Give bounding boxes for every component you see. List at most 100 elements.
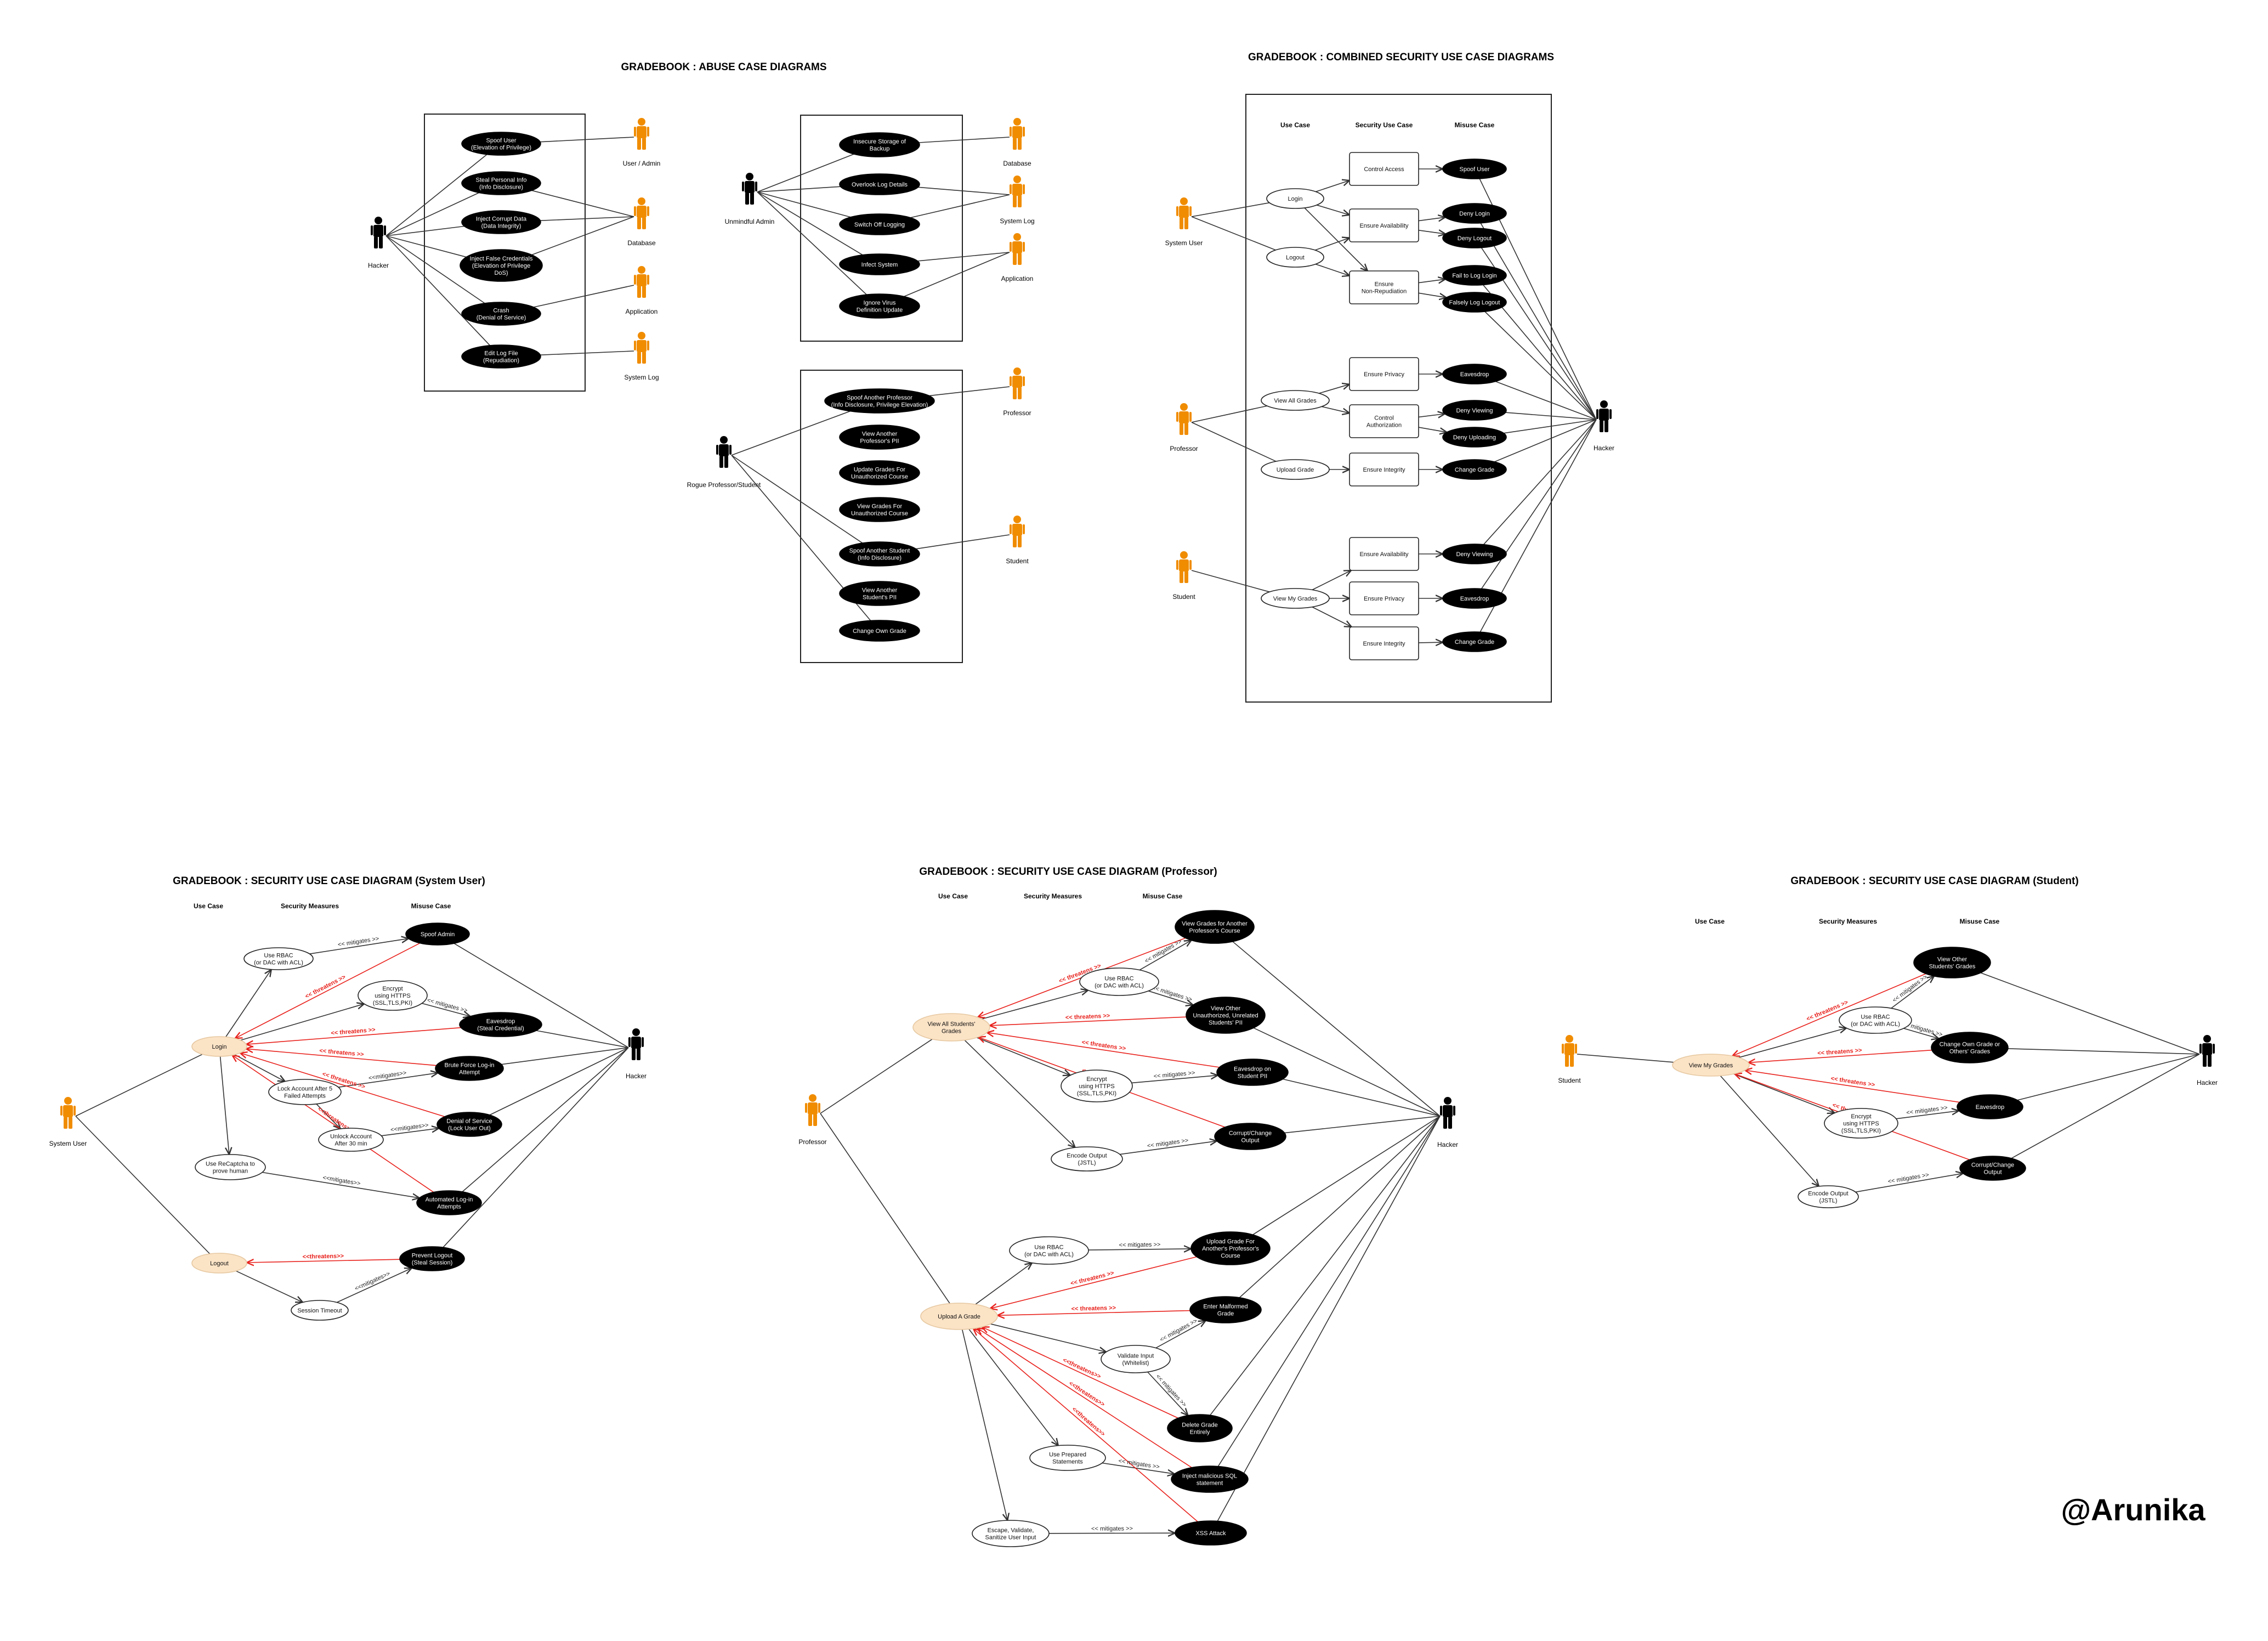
- user-actor-icon: [1010, 516, 1025, 547]
- actor-torso: [63, 1105, 73, 1117]
- user-actor-icon: [634, 332, 649, 364]
- actor-label: Professor: [798, 1138, 826, 1146]
- actor-torso: [719, 444, 729, 456]
- actor-arm-left: [1440, 1106, 1442, 1116]
- misuse-node: Fail to Log Login: [1442, 265, 1507, 286]
- actor-leg-left: [1180, 571, 1183, 583]
- security-node: Ensure Availability: [1349, 208, 1419, 242]
- mitigates-edge: [262, 1172, 419, 1198]
- actor-label: Unmindful Admin: [725, 218, 775, 225]
- actor-label: Student: [1172, 593, 1195, 601]
- actor-leg-right: [642, 138, 646, 150]
- mitigates-edge: [1896, 1111, 1959, 1119]
- actor-head: [1566, 1035, 1573, 1043]
- use-case-ellipse: [1442, 544, 1507, 564]
- actor-torso: [2202, 1043, 2212, 1055]
- node-label: Login: [1288, 196, 1303, 202]
- security-use-case-box: [1349, 537, 1419, 571]
- use-case-ellipse: [1442, 265, 1507, 286]
- mitigates-edge: [1088, 1249, 1191, 1250]
- actor-arm-left: [1010, 376, 1012, 386]
- association-edge: [236, 1270, 303, 1302]
- use-case-ellipse: [195, 1154, 266, 1180]
- actor-head: [638, 332, 645, 339]
- use-case-ellipse: [1171, 1465, 1249, 1493]
- actor-torso: [1179, 206, 1189, 218]
- use-case-ellipse: [839, 132, 920, 157]
- actor-arm-left: [1176, 206, 1178, 216]
- use-case-ellipse: [399, 1246, 465, 1271]
- association-edge: [990, 1323, 1106, 1352]
- node-label: Denial of Service(Lock User Out): [446, 1118, 492, 1132]
- association-edge: [1210, 1116, 1441, 1416]
- use-case-ellipse: [358, 980, 428, 1011]
- use-case-ellipse: [1442, 228, 1507, 248]
- edges-layer: [75, 137, 2200, 1534]
- use-case-ellipse: [1672, 1054, 1750, 1077]
- use-case-ellipse: [1216, 1059, 1289, 1086]
- attacker-actor-icon: [716, 436, 732, 468]
- mitigates-edge: [422, 1003, 470, 1016]
- use-case-ellipse: [1442, 292, 1507, 313]
- attacker-actor-icon: [628, 1028, 644, 1060]
- association-edge: [1239, 1116, 1441, 1298]
- column-header-professor-3: Misuse Case: [1143, 892, 1183, 900]
- threatens-edge: [246, 1027, 461, 1045]
- association-edge: [533, 285, 634, 308]
- use-case-ellipse: [1009, 1236, 1089, 1265]
- misuse-node: Crash(Denial of Service): [461, 302, 541, 326]
- node-label: Steal Personal Info(Info Disclosure): [476, 177, 527, 191]
- node-label: Logout: [210, 1260, 229, 1267]
- actor-leg-left: [64, 1117, 67, 1129]
- mitigates-edge: [309, 938, 409, 954]
- primary-node: Upload A Grade: [920, 1303, 998, 1330]
- use-case-ellipse: [839, 581, 920, 606]
- title-system-user: GRADEBOOK : SECURITY USE CASE DIAGRAM (S…: [173, 875, 485, 887]
- actor-arm-right: [647, 206, 649, 216]
- actor-head: [64, 1097, 72, 1105]
- association-edge: [1191, 405, 1267, 423]
- column-header-student-2: Security Measures: [1819, 918, 1877, 925]
- attacker-actor-icon: [1596, 400, 1612, 432]
- actor-arm-right: [1189, 412, 1192, 422]
- association-edge: [964, 1039, 1075, 1148]
- actor-arm-left: [634, 275, 636, 285]
- actor-leg-left: [637, 138, 641, 150]
- column-header-sysuser-2: Security Measures: [281, 902, 339, 910]
- use-case-ellipse: [191, 1036, 247, 1057]
- association-edge: [219, 1056, 229, 1155]
- attacker-actor-icon: [2199, 1035, 2215, 1067]
- actor-arm-left: [1176, 412, 1178, 422]
- association-edge: [757, 154, 854, 193]
- node-label: Logout: [1286, 254, 1305, 261]
- actor-torso: [637, 206, 647, 218]
- use-case-ellipse: [1186, 997, 1266, 1034]
- column-header-sysuser-3: Misuse Case: [411, 902, 451, 910]
- boundary-frame-1: [424, 114, 586, 392]
- column-header-professor-2: Security Measures: [1024, 892, 1082, 900]
- association-edge: [1191, 570, 1270, 592]
- misuse-node: Spoof Another Student(Info Disclosure): [839, 541, 920, 567]
- node-label: Ensure Availability: [1359, 551, 1409, 558]
- usecase-node: View My Grades: [1261, 588, 1330, 609]
- primary-node: Logout: [191, 1253, 247, 1274]
- column-header-sysuser-1: Use Case: [194, 902, 223, 910]
- use-case-ellipse: [839, 425, 920, 450]
- column-header-student-1: Use Case: [1695, 918, 1725, 925]
- use-case-ellipse: [268, 1079, 342, 1105]
- actor-arm-right: [1453, 1106, 1455, 1116]
- column-header-professor-1: Use Case: [938, 892, 968, 900]
- actor-head: [720, 436, 728, 444]
- actor-label: Student: [1006, 557, 1029, 565]
- association-edge: [1314, 238, 1350, 251]
- association-edge: [916, 534, 1010, 550]
- user-actor-icon: [1176, 197, 1192, 229]
- use-case-ellipse: [1261, 588, 1330, 609]
